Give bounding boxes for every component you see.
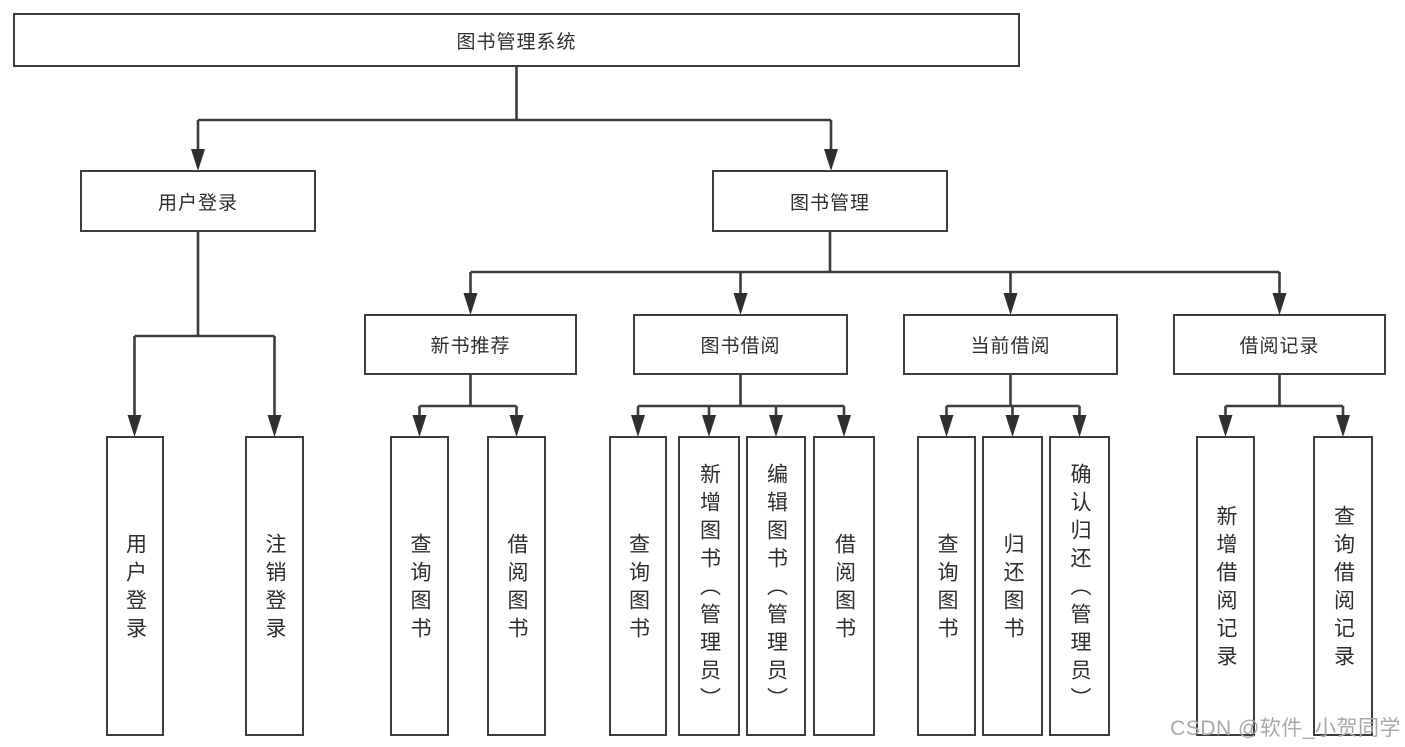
leaf-borrow-books-recommend: 借阅图书 [487, 436, 546, 736]
leaf-logout: 注销登录 [245, 436, 304, 736]
node-label: 新书推荐 [430, 336, 511, 357]
node-book-borrowing: 图书借阅 [633, 314, 848, 375]
node-label: 借阅图书 [505, 533, 528, 645]
node-new-book-recommend: 新书推荐 [364, 314, 577, 375]
leaf-query-books-borrowing: 查询图书 [609, 436, 667, 736]
leaf-borrow-books-borrowing: 借阅图书 [813, 436, 875, 736]
leaf-query-books-current: 查询图书 [917, 436, 976, 736]
node-label: 归还图书 [1001, 533, 1024, 645]
leaf-confirm-return-admin: 确认归还（管理员） [1049, 436, 1110, 736]
node-label: 借阅图书 [832, 533, 856, 645]
node-label: 注销登录 [263, 533, 286, 645]
node-user-login: 用户登录 [80, 170, 316, 232]
leaf-query-books-recommend: 查询图书 [390, 436, 449, 736]
node-label: 新增借阅记录 [1214, 505, 1237, 673]
node-label: 新增图书（管理员） [697, 463, 721, 715]
node-label: 借阅记录 [1239, 336, 1320, 357]
leaf-edit-books-admin: 编辑图书（管理员） [746, 436, 806, 736]
node-label: 查询图书 [408, 533, 431, 645]
node-borrowing-records: 借阅记录 [1173, 314, 1386, 375]
node-label: 查询借阅记录 [1331, 505, 1355, 673]
node-label: 确认归还（管理员） [1068, 463, 1091, 715]
leaf-add-borrow-record: 新增借阅记录 [1196, 436, 1255, 736]
node-label: 当前借阅 [970, 336, 1051, 357]
node-root-library-management-system: 图书管理系统 [13, 13, 1020, 67]
node-label: 查询图书 [935, 533, 958, 645]
csdn-watermark: CSDN @软件_小贺同学 [1170, 717, 1401, 740]
node-label: 查询图书 [626, 533, 650, 645]
leaf-return-books: 归还图书 [982, 436, 1043, 736]
node-current-borrowing: 当前借阅 [903, 314, 1118, 375]
node-label: 图书管理 [789, 192, 870, 214]
leaf-add-books-admin: 新增图书（管理员） [678, 436, 740, 736]
node-book-management: 图书管理 [712, 170, 948, 232]
leaf-user-login: 用户登录 [106, 436, 164, 736]
node-label: 用户登录 [123, 533, 147, 645]
node-label: 编辑图书（管理员） [764, 463, 788, 715]
node-label: 用户登录 [157, 192, 238, 214]
node-label: 图书管理系统 [456, 31, 577, 53]
node-label: 图书借阅 [700, 336, 781, 357]
leaf-query-borrow-record: 查询借阅记录 [1313, 436, 1373, 736]
